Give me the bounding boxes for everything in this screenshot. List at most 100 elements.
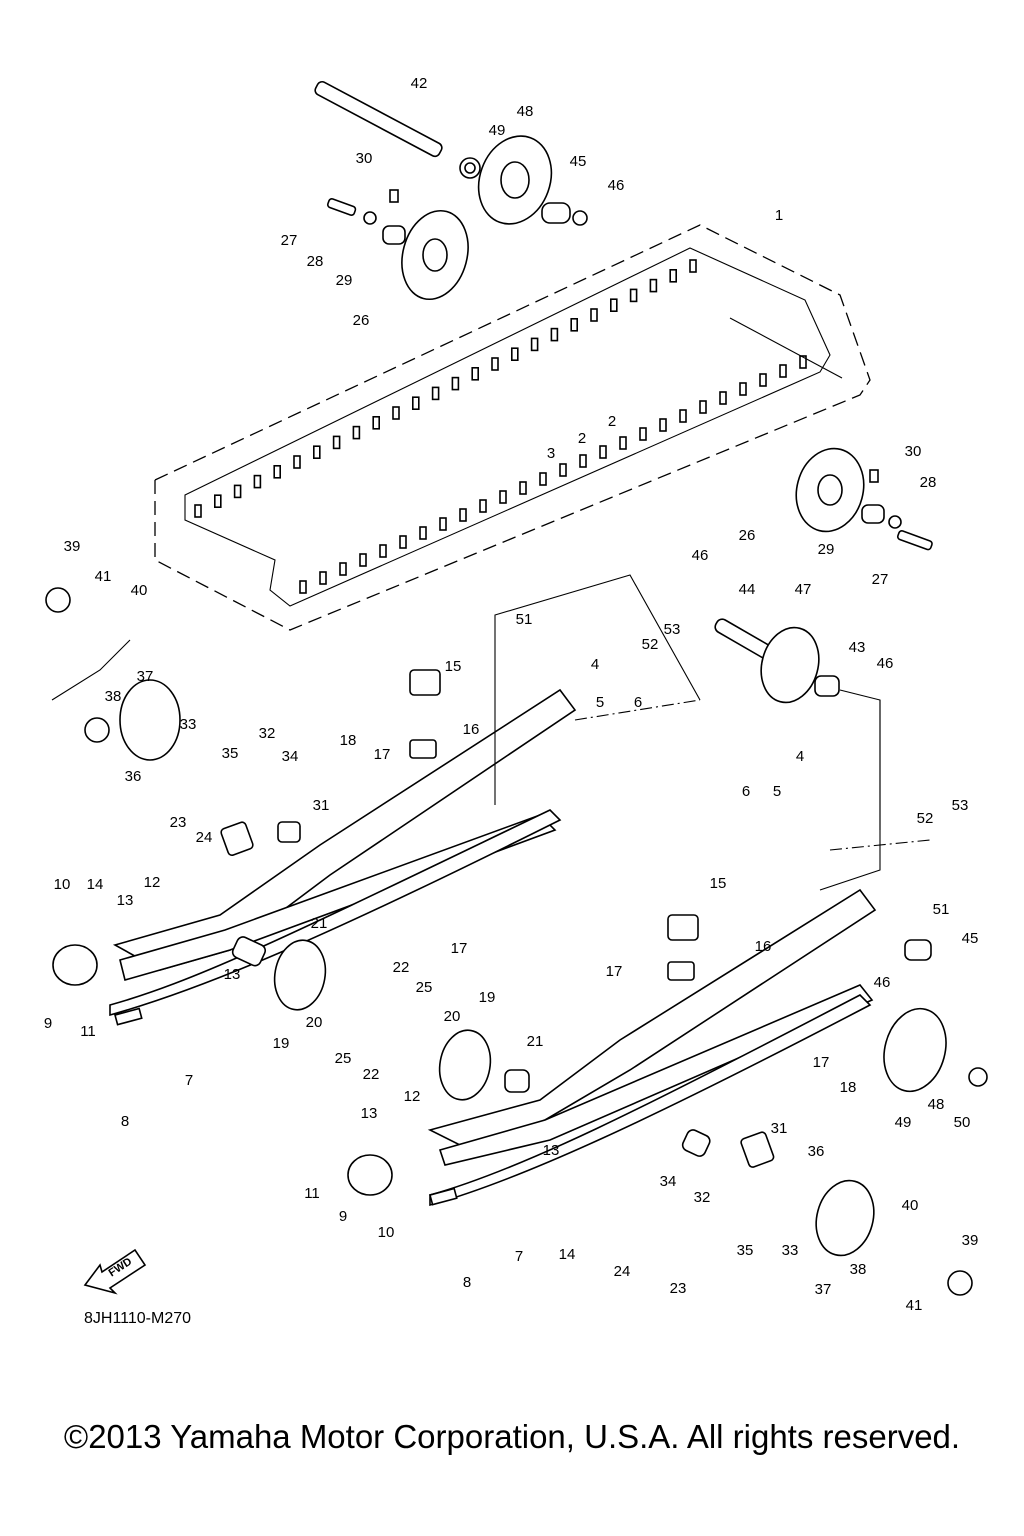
callout-number: 49	[489, 122, 506, 139]
track-lug	[491, 357, 499, 371]
callout-number: 6	[634, 694, 642, 711]
track-belt	[154, 224, 871, 631]
track-lug	[399, 535, 407, 549]
track-lug	[679, 409, 687, 423]
callout-number: 8	[463, 1274, 471, 1291]
track-lug	[609, 298, 618, 313]
track-lug	[570, 317, 579, 332]
callout-number: 43	[849, 639, 866, 656]
track-lug	[699, 400, 707, 414]
track-lug	[669, 268, 678, 283]
callout-number: 11	[304, 1185, 320, 1202]
callout-number: 29	[818, 541, 835, 558]
callout-number: 16	[463, 721, 480, 738]
callout-number: 12	[404, 1088, 421, 1105]
callout-number: 10	[378, 1224, 395, 1241]
track-lug	[530, 337, 539, 352]
callout-number: 34	[282, 748, 299, 765]
track-lug	[719, 391, 727, 405]
callout-number: 29	[336, 272, 353, 289]
callout-number: 13	[224, 966, 241, 983]
track-lug	[590, 308, 598, 322]
callout-number: 5	[596, 694, 604, 711]
callout-number: 40	[902, 1197, 919, 1214]
callout-number: 48	[517, 103, 534, 120]
callout-number: 36	[808, 1143, 825, 1160]
callout-number: 32	[694, 1189, 711, 1206]
callout-number: 21	[311, 915, 328, 932]
callout-number: 27	[281, 232, 298, 249]
callout-number: 38	[850, 1261, 867, 1278]
callout-number: 28	[307, 253, 324, 270]
callout-number: 40	[131, 582, 148, 599]
callout-number: 33	[782, 1242, 799, 1259]
callout-number: 26	[353, 312, 370, 329]
callout-number: 53	[952, 797, 969, 814]
callout-number: 46	[877, 655, 894, 672]
track-lug	[439, 517, 447, 531]
track-lug	[659, 418, 667, 432]
callout-number: 2	[578, 430, 586, 447]
track-lug	[619, 436, 627, 450]
track-lug	[293, 455, 301, 469]
forward-direction-arrow: FWD	[83, 1248, 147, 1295]
callout-number: 49	[895, 1114, 912, 1131]
callout-number: 26	[739, 527, 756, 544]
callout-number: 38	[105, 688, 122, 705]
callout-number: 19	[479, 989, 496, 1006]
callout-number: 4	[591, 656, 599, 673]
callout-number: 10	[54, 876, 71, 893]
callout-number: 41	[906, 1297, 923, 1314]
callout-number: 39	[962, 1232, 979, 1249]
callout-number: 44	[739, 581, 756, 598]
callout-number: 46	[874, 974, 891, 991]
callout-number: 36	[125, 768, 142, 785]
track-lug	[689, 259, 697, 273]
callout-number: 6	[742, 783, 750, 800]
callout-number: 7	[185, 1072, 193, 1089]
callout-number: 13	[543, 1142, 560, 1159]
track-lug	[214, 494, 222, 509]
callout-number: 45	[962, 930, 979, 947]
track-lug	[359, 553, 367, 567]
callout-number: 7	[515, 1248, 523, 1265]
track-lug	[194, 504, 202, 518]
callout-number: 24	[614, 1263, 631, 1280]
track-lug	[319, 571, 327, 585]
track-lug	[419, 526, 427, 540]
track-lug	[739, 382, 747, 396]
callout-number: 52	[917, 810, 934, 827]
callout-number: 15	[445, 658, 462, 675]
callout-number: 1	[775, 207, 783, 224]
callout-number: 45	[570, 153, 587, 170]
callout-number: 8	[121, 1113, 129, 1130]
track-lug	[579, 454, 587, 468]
track-lug	[299, 580, 307, 594]
track-lug	[599, 445, 607, 459]
callout-number: 13	[117, 892, 134, 909]
track-lug	[253, 474, 262, 489]
callout-number: 17	[606, 963, 623, 980]
callout-number: 13	[361, 1105, 378, 1122]
callout-number: 18	[840, 1079, 857, 1096]
callout-number: 28	[920, 474, 937, 491]
callout-number: 14	[559, 1246, 576, 1263]
leader-lines	[51, 574, 931, 891]
callout-number: 9	[44, 1015, 52, 1032]
track-lug	[372, 415, 381, 430]
rear-idler-assembly	[795, 447, 933, 551]
callout-number: 17	[451, 940, 468, 957]
track-lug	[392, 406, 400, 420]
callout-number: 48	[928, 1096, 945, 1113]
track-lug	[799, 355, 807, 369]
callout-number: 35	[222, 745, 239, 762]
track-lug	[332, 435, 341, 450]
callout-number: 12	[144, 874, 161, 891]
track-lug	[273, 464, 282, 479]
track-lug	[352, 425, 361, 440]
track-lug	[499, 490, 507, 504]
track-lug	[471, 366, 480, 381]
callout-number: 21	[527, 1033, 544, 1050]
